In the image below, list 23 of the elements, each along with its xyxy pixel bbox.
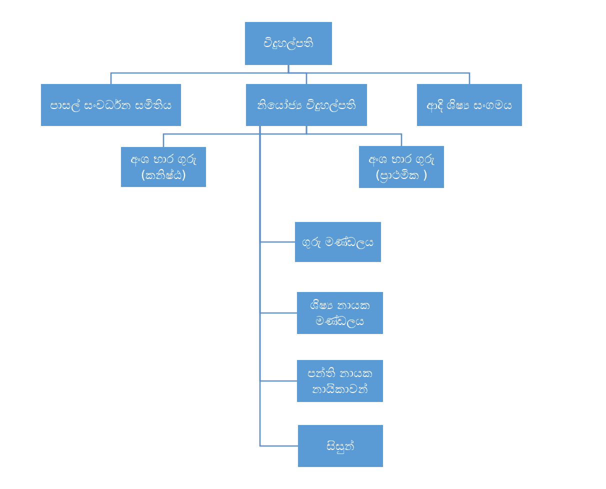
org-box bbox=[41, 84, 181, 126]
connector-line bbox=[306, 126, 402, 146]
connector-line bbox=[288, 65, 470, 84]
org-box bbox=[417, 84, 522, 126]
org-box bbox=[245, 22, 332, 65]
box-label: සිසුන් bbox=[326, 438, 354, 454]
box-label: ගුරු මණ්ඩලය bbox=[302, 234, 374, 250]
org-box bbox=[295, 222, 381, 262]
box-label: අංශ භාර ගුරු (ප්‍රාථමික ) bbox=[368, 150, 436, 184]
box-label: නියෝජ්‍ය විදුහල්පති bbox=[257, 96, 356, 114]
box-label: පාසල් සංවර්ධන සමිතිය bbox=[50, 96, 172, 114]
connector-line bbox=[259, 126, 298, 447]
box-label: පන්ති නායක නායිකාවන් bbox=[306, 364, 374, 398]
box-label: විදුහල්පති bbox=[264, 35, 314, 52]
org-box bbox=[297, 360, 383, 402]
org-box bbox=[359, 146, 444, 188]
box-label: අංශ භාර ගුරු (කනිෂ්ඨ) bbox=[130, 150, 198, 184]
org-box bbox=[121, 147, 206, 187]
org-box bbox=[246, 84, 367, 126]
box-label: ශිෂ්‍ය නායක මණ්ඩලය bbox=[309, 296, 371, 330]
org-box bbox=[298, 425, 383, 467]
box-label: ආදි ශිෂ්‍ය සංගමය bbox=[426, 96, 512, 114]
org-box bbox=[297, 292, 383, 334]
